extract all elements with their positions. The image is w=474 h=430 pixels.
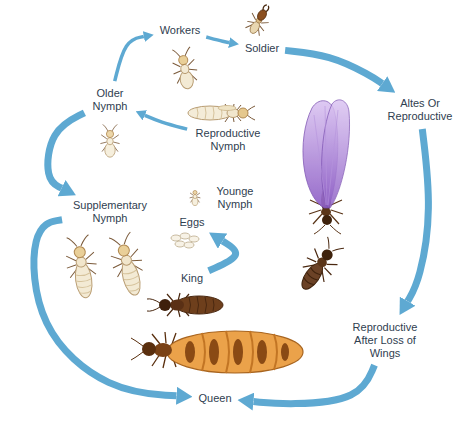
- stage-name: Eggs: [179, 216, 204, 229]
- stage-name: Reproductive Nymph: [193, 127, 263, 153]
- reproductive-nymph-insect: [188, 104, 255, 122]
- supplementary-nymph-insect: [117, 244, 130, 257]
- dealate-insect: [320, 247, 335, 262]
- stage-label: Workers: [158, 22, 203, 39]
- cycle-arrow: [408, 129, 429, 301]
- supplementary-nymph-insect: [67, 235, 90, 248]
- dealate-insect: [291, 234, 348, 297]
- stage-name: King: [181, 272, 203, 285]
- stage-name: Younge Nymph: [213, 185, 257, 211]
- queen-insect: [142, 342, 156, 356]
- stage-label: Reproductive After Loss of Wings: [343, 319, 427, 362]
- worker-insect: [169, 46, 200, 91]
- queen-insect: [154, 343, 172, 357]
- stage-label: Soldier: [243, 40, 281, 57]
- stage-label: Older Nymph: [88, 85, 132, 115]
- cycle-arrow: [48, 113, 85, 188]
- cycle-arrow: [285, 50, 382, 83]
- stage-name: Altes Or Reproductive: [386, 97, 454, 123]
- worker-insect: [180, 64, 189, 74]
- supplementary-nymph-insect: [119, 258, 144, 297]
- eggs-cluster: [175, 241, 185, 247]
- young-nymph-insect: [190, 190, 201, 205]
- stage-name: Soldier: [245, 42, 279, 55]
- king-insect: [189, 296, 214, 314]
- alate-insect: [303, 100, 350, 234]
- stage-label: King: [179, 270, 205, 287]
- stage-name: Older Nymph: [90, 87, 130, 113]
- reproductive-nymph-insect: [238, 108, 248, 118]
- queen-insect: [281, 343, 289, 361]
- soldier-insect: [256, 8, 269, 22]
- queen-insect: [233, 339, 243, 365]
- worker-insect: [178, 55, 188, 65]
- queen-insect: [209, 339, 219, 365]
- queen-insect: [257, 340, 267, 364]
- stage-name: Workers: [160, 24, 201, 37]
- stage-label: Younge Nymph: [211, 183, 259, 213]
- cycle-arrow: [253, 365, 374, 403]
- supplementary-nymph-insect: [75, 273, 93, 294]
- cycle-arrow: [34, 220, 177, 396]
- cycle-arrow: [145, 115, 187, 129]
- stage-name: Reproductive After Loss of Wings: [345, 321, 425, 360]
- cycle-arrow: [115, 37, 144, 82]
- king-insect: [159, 299, 171, 311]
- young-nymph-insect: [193, 195, 197, 199]
- older-nymph-insect: [100, 124, 119, 157]
- king-insect: [147, 299, 160, 311]
- soldier-insect: [262, 4, 270, 12]
- supplementary-nymph-insect: [76, 256, 87, 267]
- queen-insect: [185, 341, 195, 363]
- soldier-insect: [243, 1, 276, 38]
- supplementary-nymph-insect: [105, 231, 150, 299]
- stage-label: Queen: [196, 390, 233, 407]
- reproductive-nymph-insect: [218, 106, 236, 111]
- stage-label: Supplementary Nymph: [66, 197, 154, 227]
- stage-name: Supplementary Nymph: [68, 199, 152, 225]
- cycle-arrow: [209, 241, 236, 271]
- eggs-cluster: [180, 233, 190, 239]
- young-nymph-insect: [193, 190, 197, 194]
- supplementary-nymph-insect: [63, 234, 101, 300]
- stage-label: Altes Or Reproductive: [384, 95, 456, 125]
- supplementary-nymph-insect: [122, 270, 142, 293]
- supplementary-nymph-insect: [74, 246, 86, 258]
- older-nymph-insect: [107, 138, 113, 145]
- queen-insect: [131, 331, 303, 373]
- alate-insect: [314, 225, 341, 234]
- eggs-cluster: [184, 242, 194, 248]
- alate-insect: [321, 208, 331, 216]
- eggs-cluster: [171, 233, 199, 248]
- older-nymph-insect: [106, 130, 113, 137]
- king-insect: [170, 300, 184, 311]
- alate-insect: [322, 215, 332, 225]
- alate-insect: [314, 106, 338, 205]
- queen-insect: [167, 331, 303, 373]
- dealate-insect: [303, 268, 321, 287]
- queen-insect: [202, 331, 277, 373]
- stage-label: Eggs: [177, 214, 206, 231]
- queen-insect: [131, 338, 143, 360]
- stage-name: Queen: [198, 392, 231, 405]
- king-insect: [147, 293, 223, 317]
- stage-label: Reproductive Nymph: [191, 125, 265, 155]
- eggs-cluster: [189, 236, 199, 242]
- cycle-arrow: [206, 37, 229, 43]
- eggs-cluster: [171, 235, 181, 241]
